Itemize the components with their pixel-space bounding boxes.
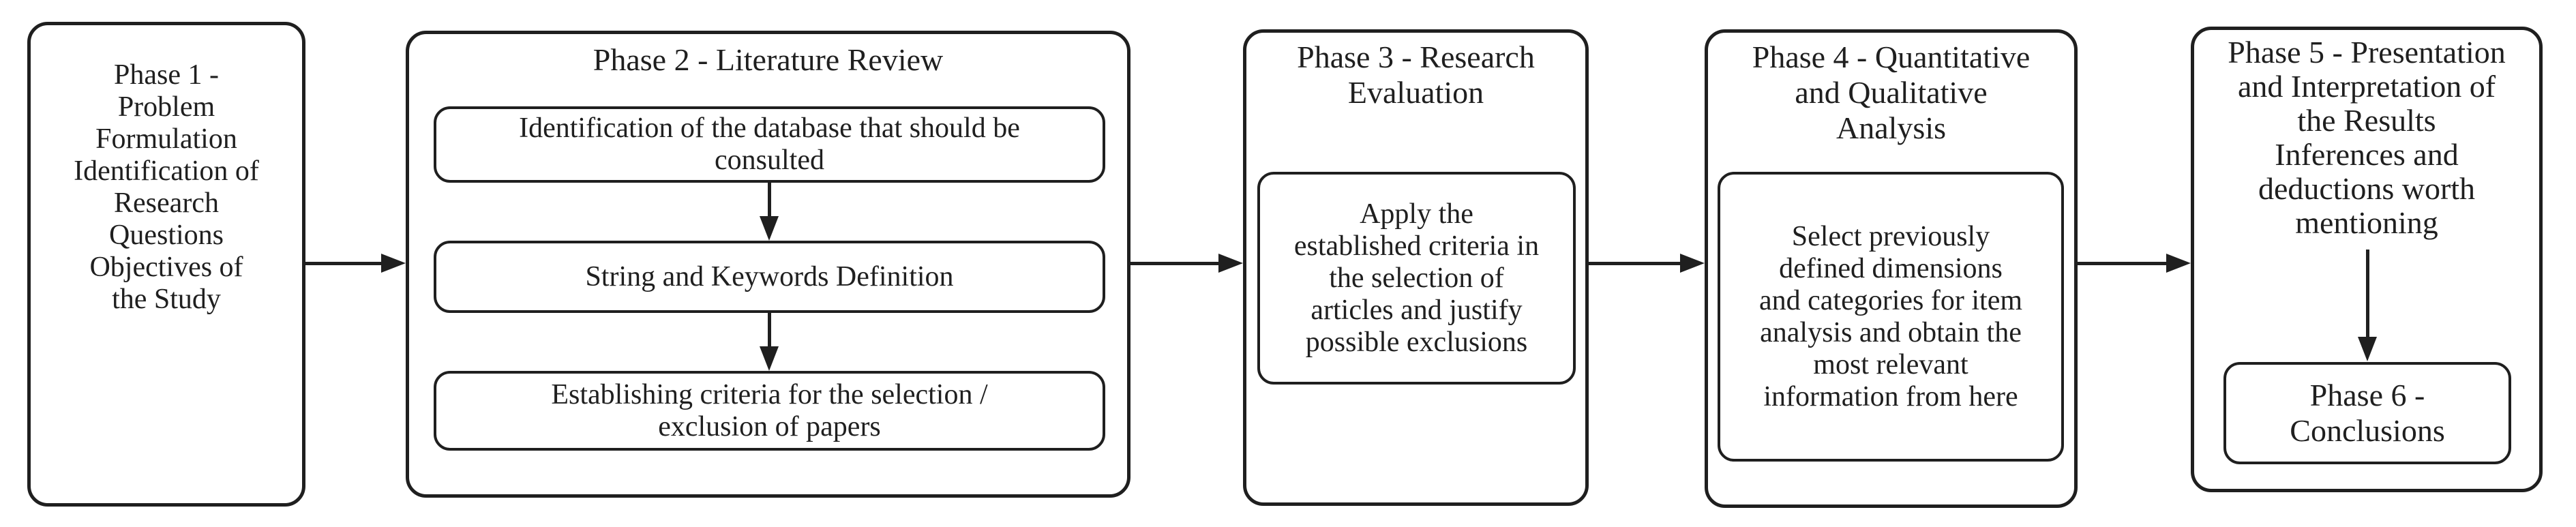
phase-5-down-arrow: [2356, 250, 2378, 361]
phase-2-step-3: Establishing criteria for the selection …: [434, 371, 1105, 451]
arrow-phase2-phase3: [1130, 252, 1243, 274]
phase-2-step-2: String and Keywords Definition: [434, 241, 1105, 313]
phase-4-title: Phase 4 - Quantitative and Qualitative A…: [1752, 40, 2031, 145]
arrow-phase1-phase2: [305, 252, 406, 274]
phase-3-box: Phase 3 - Research Evaluation Apply the …: [1243, 29, 1589, 506]
arrow-stem: [2366, 250, 2369, 341]
phase-2-down-arrow-2: [758, 313, 780, 371]
phase-4-step: Select previously defined dimensions and…: [1718, 172, 2064, 462]
phase-2-step-2-text: String and Keywords Definition: [585, 260, 954, 292]
arrow-head: [1218, 254, 1243, 273]
arrow-stem: [768, 313, 771, 350]
arrow-head: [2358, 337, 2377, 361]
phase-4-box: Phase 4 - Quantitative and Qualitative A…: [1705, 29, 2078, 508]
arrow-head: [2166, 254, 2191, 273]
arrow-stem: [1130, 262, 1223, 265]
arrow-stem: [2078, 262, 2170, 265]
arrow-head: [1680, 254, 1705, 273]
phase-3-step: Apply the established criteria in the se…: [1257, 172, 1576, 385]
arrow-stem: [768, 183, 771, 220]
arrow-head: [760, 216, 779, 241]
phase-6-text: Phase 6 - Conclusions: [2290, 378, 2445, 448]
arrow-head: [381, 254, 406, 273]
arrow-phase4-phase5: [2078, 252, 2191, 274]
phase-4-step-text: Select previously defined dimensions and…: [1759, 220, 2022, 412]
arrow-stem: [305, 262, 385, 265]
arrow-stem: [1589, 262, 1684, 265]
arrow-head: [760, 346, 779, 371]
phase-2-step-3-text: Establishing criteria for the selection …: [551, 378, 988, 442]
phase-5-title: Phase 5 - Presentation and Interpretatio…: [2228, 35, 2506, 240]
phase-2-step-1: Identification of the database that shou…: [434, 106, 1105, 183]
phase-2-down-arrow-1: [758, 183, 780, 241]
phase-2-step-1-text: Identification of the database that shou…: [519, 112, 1020, 176]
phase-3-title: Phase 3 - Research Evaluation: [1297, 40, 1535, 110]
phase-3-step-text: Apply the established criteria in the se…: [1293, 198, 1540, 358]
phase-2-title: Phase 2 - Literature Review: [593, 42, 944, 77]
phase-2-box: Phase 2 - Literature Review Identificati…: [406, 31, 1130, 498]
phase-6-box: Phase 6 - Conclusions: [2223, 362, 2511, 464]
phase-1-text: Phase 1 - Problem Formulation Identifica…: [74, 59, 259, 315]
phase-5-box: Phase 5 - Presentation and Interpretatio…: [2191, 27, 2543, 492]
phase-1-box: Phase 1 - Problem Formulation Identifica…: [27, 22, 305, 507]
arrow-phase3-phase4: [1589, 252, 1705, 274]
